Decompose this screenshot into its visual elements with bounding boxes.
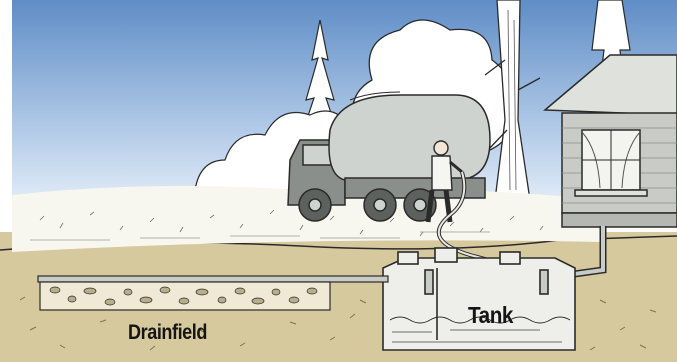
house-foundation <box>562 213 677 227</box>
tank-label: Tank <box>468 302 513 329</box>
drainfield-trench <box>40 282 330 310</box>
truck-tank <box>329 95 490 180</box>
drain-pipe <box>38 276 388 282</box>
drainfield-label: Drainfield <box>128 321 207 345</box>
septic-tank <box>383 248 575 350</box>
